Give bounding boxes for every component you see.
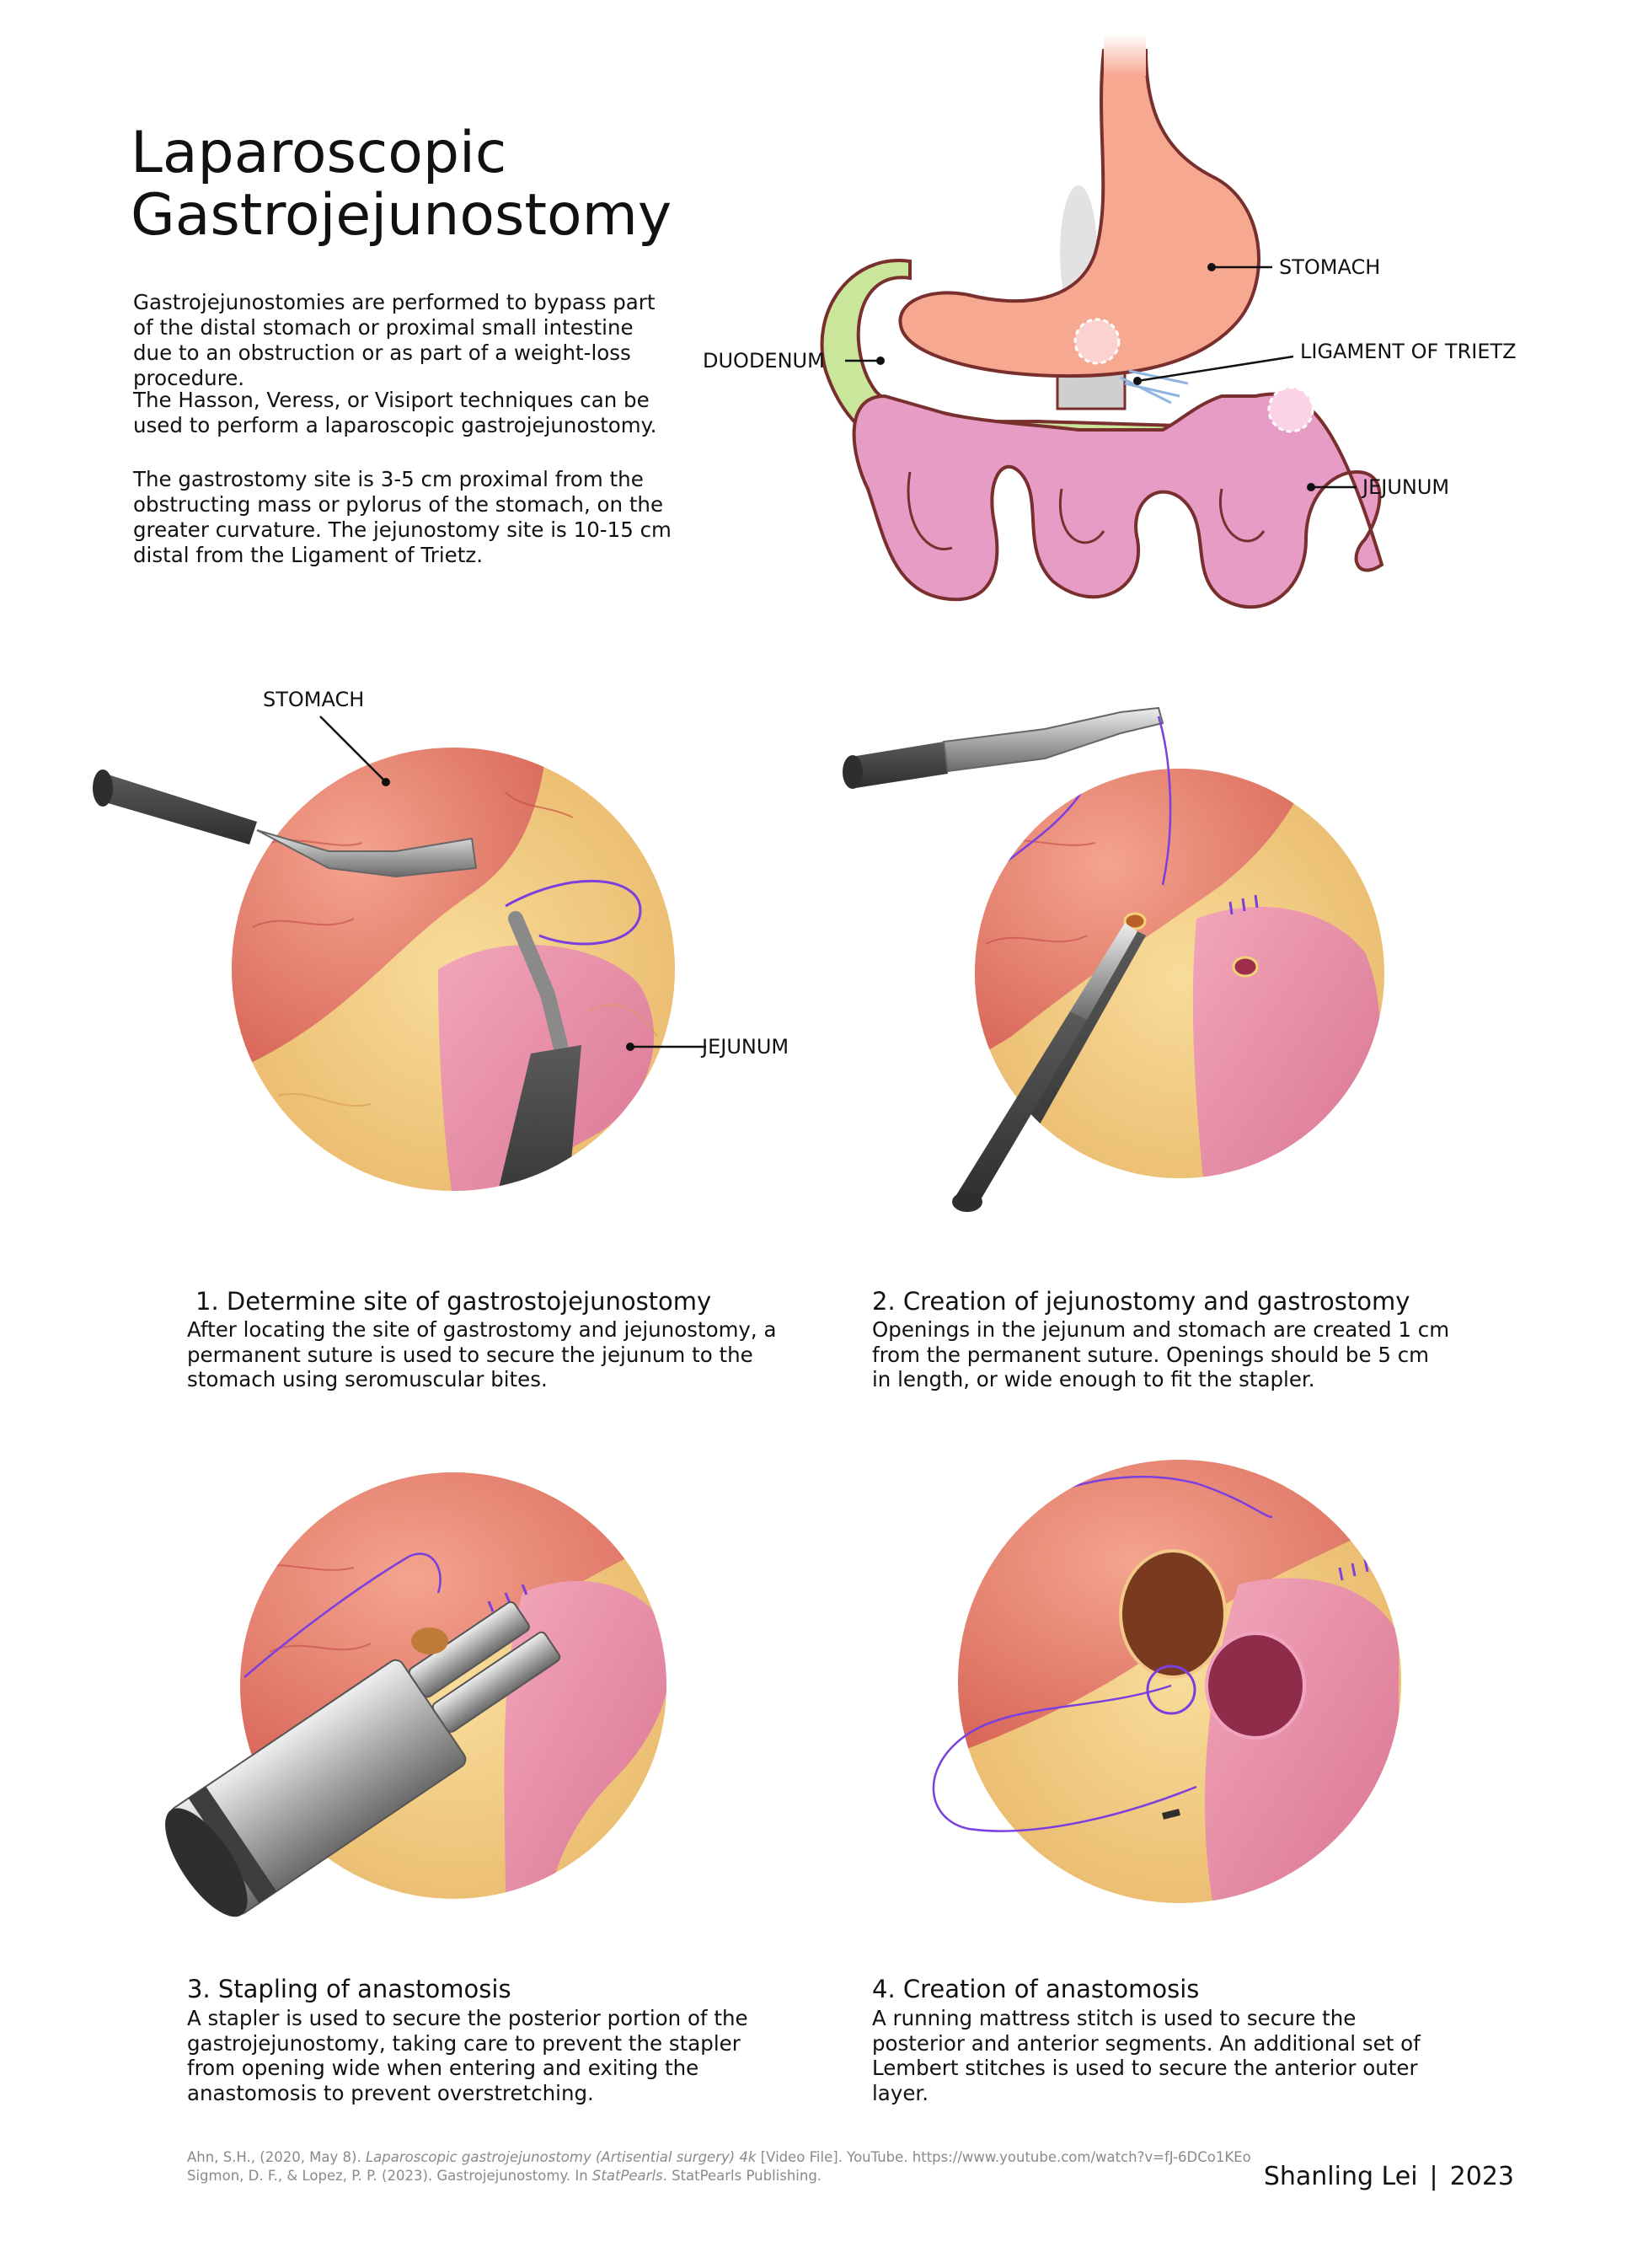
step-2-heading: 2. Creation of jejunostomy and gastrosto… — [872, 1287, 1410, 1316]
step-1-illustration — [93, 716, 706, 1191]
step1-label-stomach: STOMACH — [263, 688, 365, 711]
reference-1-source: [Video File]. YouTube. https://www.youtu… — [756, 2149, 1251, 2165]
year: 2023 — [1449, 2162, 1514, 2191]
step-4-heading: 4. Creation of anastomosis — [872, 1975, 1200, 2003]
separator: | — [1429, 2162, 1438, 2191]
label-stomach: STOMACH — [1279, 255, 1381, 279]
reference-1-title: Laparoscopic gastrojejunostomy (Artisent… — [365, 2149, 757, 2165]
title-line-1: Laparoscopic — [131, 120, 507, 186]
step-3-heading: 3. Stapling of anastomosis — [187, 1975, 511, 2003]
intro-paragraph-3: The gastrostomy site is 3-5 cm proximal … — [133, 467, 672, 567]
label-jejunum: JEJUNUM — [1362, 475, 1450, 499]
title-line-2: Gastrojejunostomy — [131, 182, 672, 249]
reference-1-text: Ahn, S.H., (2020, May 8). — [187, 2149, 366, 2165]
step-4-description: A running mattress stitch is used to sec… — [872, 2006, 1421, 2105]
author-name: Shanling Lei — [1263, 2162, 1418, 2191]
step1-label-jejunum: JEJUNUM — [702, 1035, 789, 1059]
reference-2-text: Sigmon, D. F., & Lopez, P. P. (2023). Ga… — [187, 2168, 592, 2184]
anatomy-diagram — [820, 34, 1384, 609]
step-3-description: A stapler is used to secure the posterio… — [187, 2006, 748, 2105]
step-2-illustration — [843, 706, 1384, 1212]
reference-2-source: . StatPearls Publishing. — [662, 2168, 822, 2184]
step-3-illustration — [165, 1472, 666, 1917]
intro-paragraph-2: The Hasson, Veress, or Visiport techniqu… — [133, 388, 657, 437]
author-signature: Shanling Lei | 2023 — [1264, 2162, 1514, 2191]
step-4-illustration — [932, 1460, 1401, 1903]
reference-2: Sigmon, D. F., & Lopez, P. P. (2023). Ga… — [187, 2167, 1367, 2185]
step-1-description: After locating the site of gastrostomy a… — [187, 1317, 777, 1391]
reference-2-title: StatPearls — [591, 2168, 663, 2184]
label-ligament-of-trietz: LIGAMENT OF TRIETZ — [1300, 340, 1517, 363]
step-2-description: Openings in the jejunum and stomach are … — [872, 1317, 1450, 1391]
references: Ahn, S.H., (2020, May 8). Laparoscopic g… — [187, 2148, 1367, 2185]
step-1-heading: 1. Determine site of gastrostojejunostom… — [195, 1287, 712, 1316]
label-duodenum: DUODENUM — [703, 349, 825, 373]
intro-paragraph-1: Gastrojejunostomies are performed to byp… — [133, 290, 656, 390]
reference-1: Ahn, S.H., (2020, May 8). Laparoscopic g… — [187, 2148, 1367, 2167]
page-title: Laparoscopic Gastrojejunostomy — [131, 122, 720, 247]
